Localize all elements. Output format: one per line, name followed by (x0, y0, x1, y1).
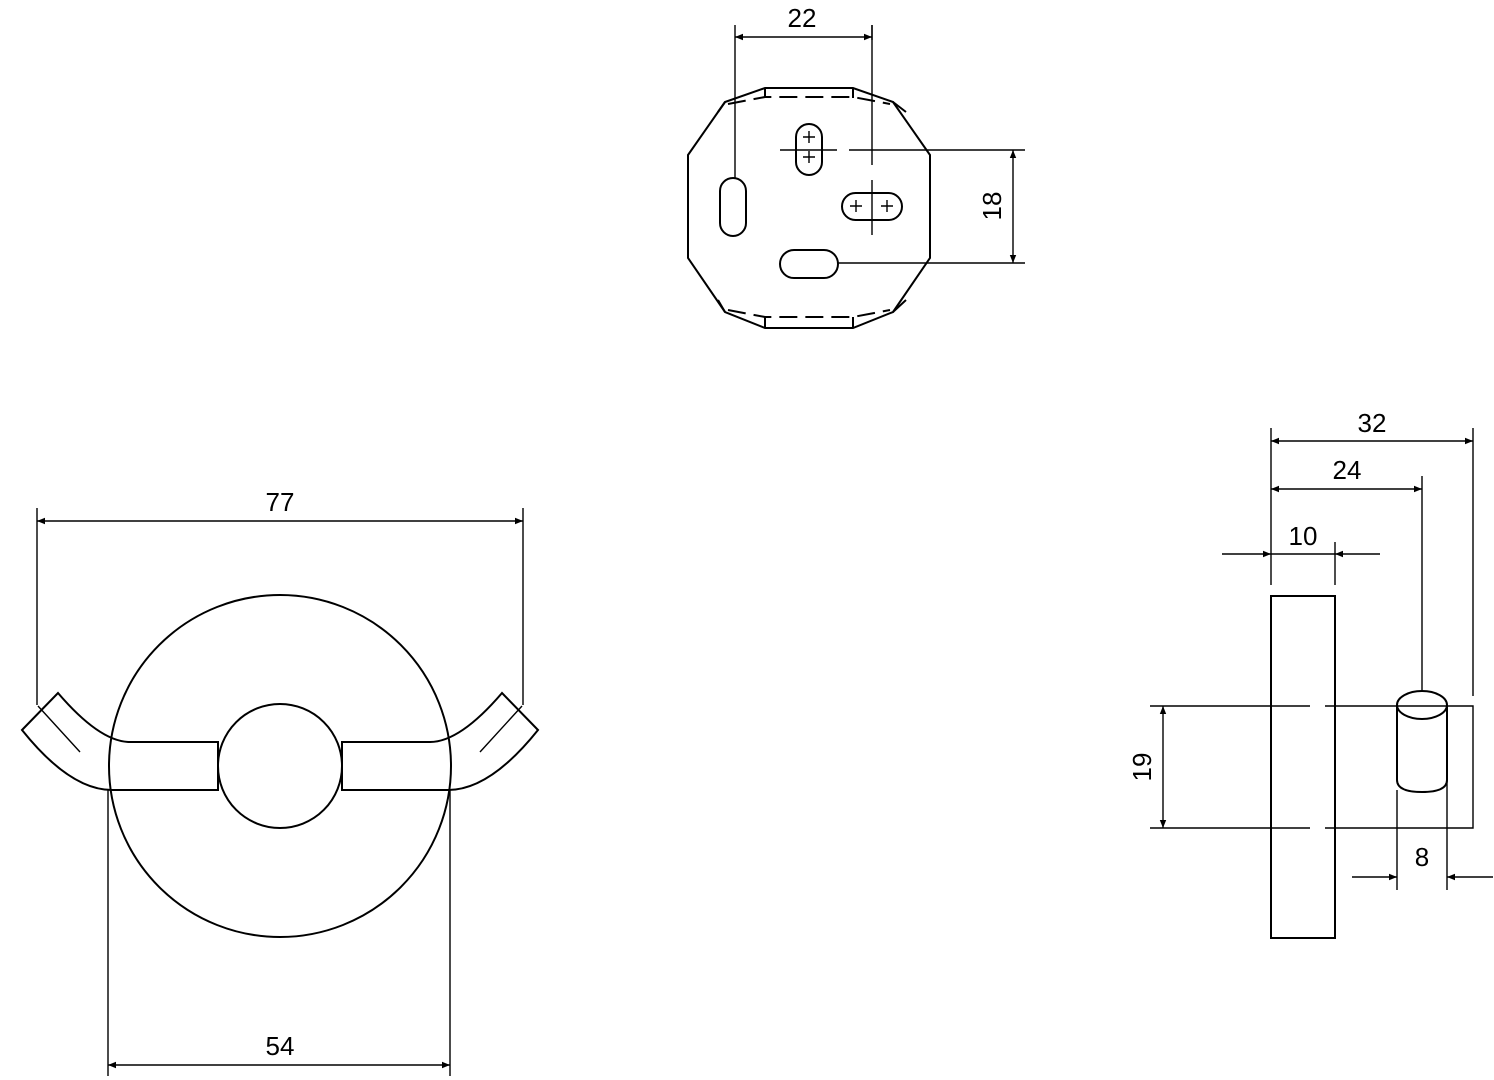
dimension-24: 24 (1271, 455, 1423, 690)
dimension-22: 22 (734, 3, 873, 178)
dim-label-10: 10 (1289, 521, 1318, 551)
dim-label-54: 54 (266, 1031, 295, 1061)
dimension-8: 8 (1352, 780, 1493, 890)
rosette (108, 594, 452, 938)
dimension-18: 18 (838, 149, 1025, 264)
hook-side-view (1150, 595, 1474, 939)
slot-vertical-left (719, 177, 747, 237)
hub (217, 703, 343, 829)
dim-label-8: 8 (1415, 842, 1429, 872)
dimension-19: 19 (1127, 706, 1167, 828)
mounting-plate-top-view (687, 25, 931, 329)
hook-front-view (20, 594, 540, 938)
dimension-10: 10 (1222, 521, 1380, 585)
dimension-32: 32 (1270, 408, 1474, 696)
dimension-54: 54 (107, 790, 451, 1076)
dim-label-77: 77 (266, 487, 295, 517)
dimension-77: 77 (36, 487, 524, 705)
dim-label-18: 18 (977, 192, 1007, 221)
slot-bottom (779, 249, 839, 279)
dim-label-19: 19 (1127, 753, 1157, 782)
dim-label-22: 22 (788, 3, 817, 33)
dim-label-32: 32 (1358, 408, 1387, 438)
dim-label-24: 24 (1333, 455, 1362, 485)
